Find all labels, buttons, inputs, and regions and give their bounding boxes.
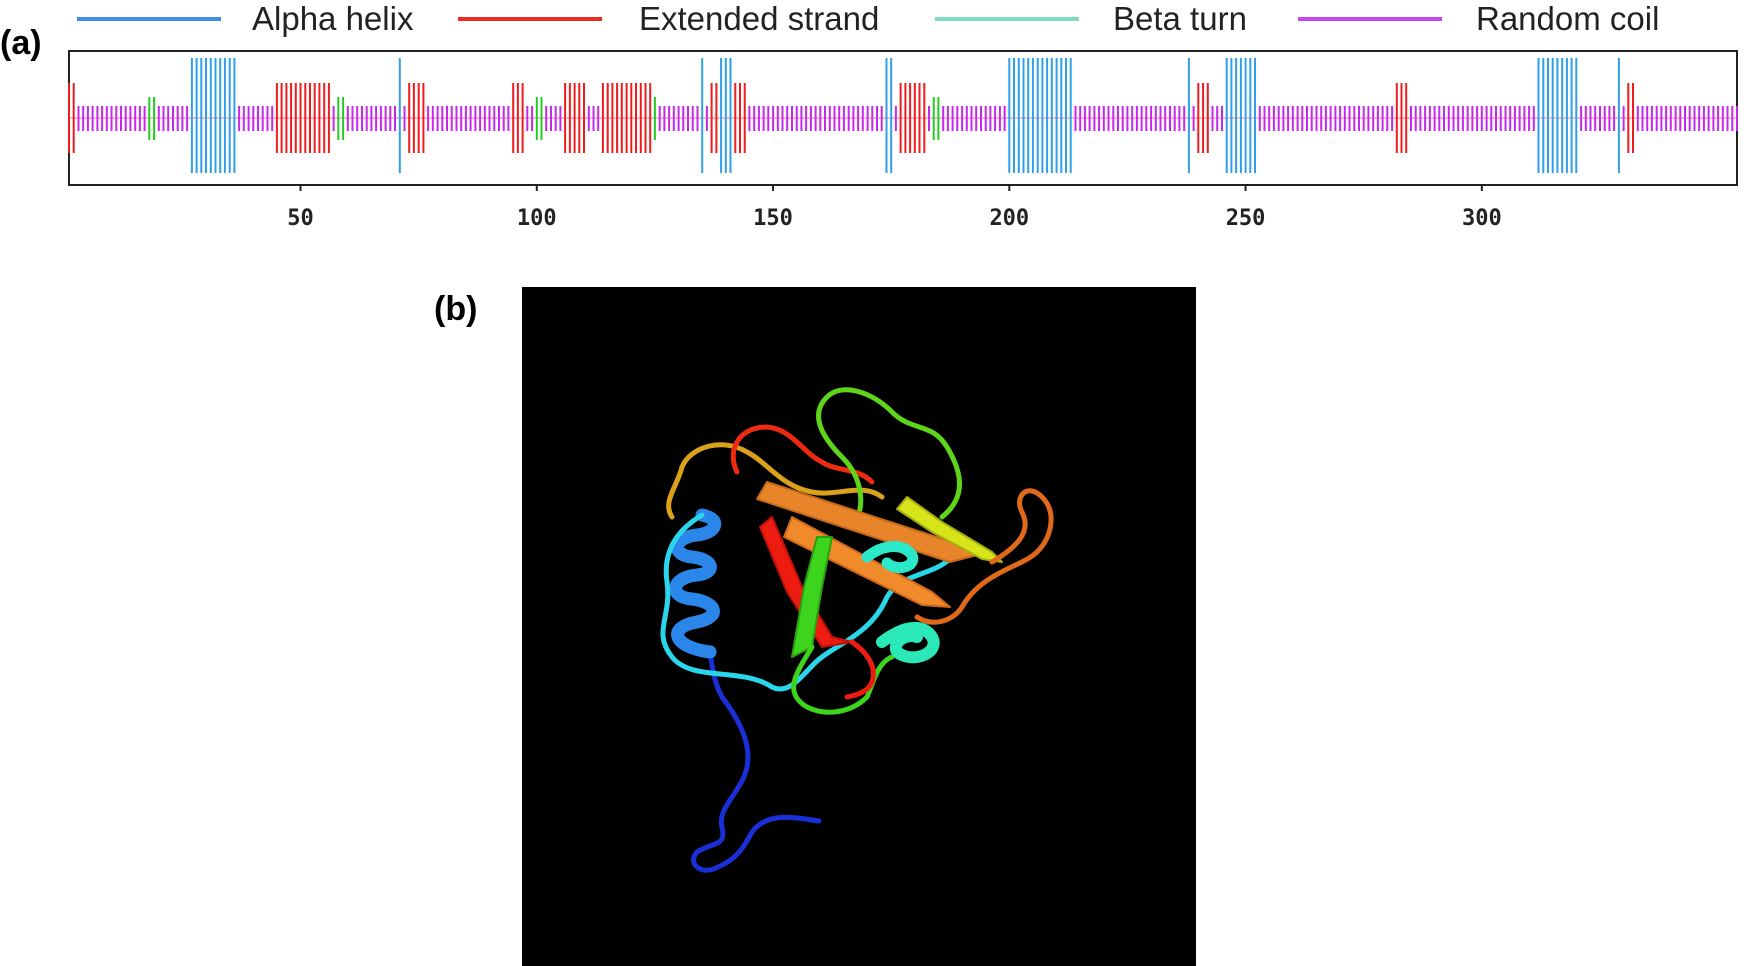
track-segment-coil: [1636, 106, 1738, 131]
track-segment-strand: [734, 83, 746, 153]
n-terminal-tail: [691, 649, 822, 873]
x-tick-label: 250: [1226, 206, 1266, 231]
track-segment-coil: [1211, 106, 1223, 131]
green-loop-top: [816, 387, 962, 530]
track-segment-coil: [238, 106, 274, 131]
track-segment-coil: [427, 106, 510, 131]
legend-label-random-coil: Random coil: [1476, 0, 1660, 37]
track-segment-coil: [545, 106, 562, 131]
track-segment-coil: [1410, 106, 1535, 131]
track-segment-strand: [1395, 83, 1408, 153]
legend-swatch-random-coil: [1298, 17, 1442, 21]
track-segment-turn: [932, 97, 940, 140]
green-strand: [791, 536, 833, 658]
structure-background: [522, 287, 1196, 966]
track-segment-coil: [157, 106, 189, 131]
track-segment-coil: [346, 106, 396, 131]
track-segment-coil: [942, 106, 1006, 131]
track-segment-strand: [1197, 83, 1209, 153]
track-segment-coil: [77, 106, 146, 131]
track-segment-helix: [1537, 58, 1578, 173]
legend-label-extended-strand: Extended strand: [639, 0, 880, 37]
legend-swatch-alpha-helix: [77, 17, 221, 21]
track-segment-strand: [601, 83, 652, 153]
track-segment-coil: [587, 106, 600, 131]
protein-3d-structure: [522, 287, 1196, 966]
panel-a-label: (a): [0, 24, 42, 62]
track-segment-coil: [1074, 106, 1186, 131]
cyan-helix-upper: [861, 541, 919, 574]
x-tick-label: 100: [517, 206, 557, 231]
alpha-helix-ribbon: [669, 508, 721, 659]
track-segment-turn: [148, 97, 156, 140]
track-ticks: 50 100 150 200 250 300: [287, 185, 1502, 231]
x-tick-label: 200: [989, 206, 1029, 231]
track-segment-strand: [710, 83, 718, 153]
track-segment-coil: [658, 106, 699, 131]
track-segment-helix: [1225, 58, 1256, 173]
orange-strand-1: [756, 481, 978, 563]
track-segment-coil: [748, 106, 883, 131]
track-segment-helix: [190, 58, 236, 173]
legend-swatch-extended-strand: [458, 17, 602, 21]
track-segment-coil: [526, 106, 534, 131]
legend-label-alpha-helix: Alpha helix: [252, 0, 414, 37]
track-segment-strand: [408, 83, 425, 153]
track-segment-strand: [275, 83, 330, 153]
track-segment-coil: [1580, 106, 1616, 131]
yellow-loop-top-left: [666, 442, 885, 520]
track-segment-strand: [899, 83, 926, 153]
x-tick-label: 300: [1462, 206, 1502, 231]
track-segment-turn: [337, 97, 345, 140]
track-segment-helix: [885, 58, 893, 173]
track-segment-strand: [1627, 83, 1634, 153]
legend-label-beta-turn: Beta turn: [1113, 0, 1247, 37]
track-segment-strand: [512, 83, 524, 153]
track-segment-helix: [720, 58, 732, 173]
cyan-helix-right: [876, 622, 940, 664]
x-tick-label: 150: [753, 206, 793, 231]
red-c-terminal-tail: [844, 639, 876, 700]
x-tick-label: 50: [287, 206, 314, 231]
secondary-structure-track: 50 100 150 200 250 300: [68, 50, 1738, 231]
red-loop-top: [730, 424, 875, 485]
track-segment-strand: [564, 83, 585, 153]
cyan-loop: [660, 512, 955, 692]
track-segments: [68, 58, 1738, 173]
track-segment-coil: [1258, 106, 1394, 131]
track-segment-helix: [1008, 58, 1072, 173]
orange-loop-right: [914, 488, 1054, 625]
legend-swatch-beta-turn: [935, 17, 1079, 21]
legend: Alpha helix Extended strand Beta turn Ra…: [0, 0, 1750, 44]
track-segment-strand: [68, 83, 75, 153]
track-segment-turn: [535, 97, 543, 140]
panel-b-label: (b): [434, 290, 478, 328]
